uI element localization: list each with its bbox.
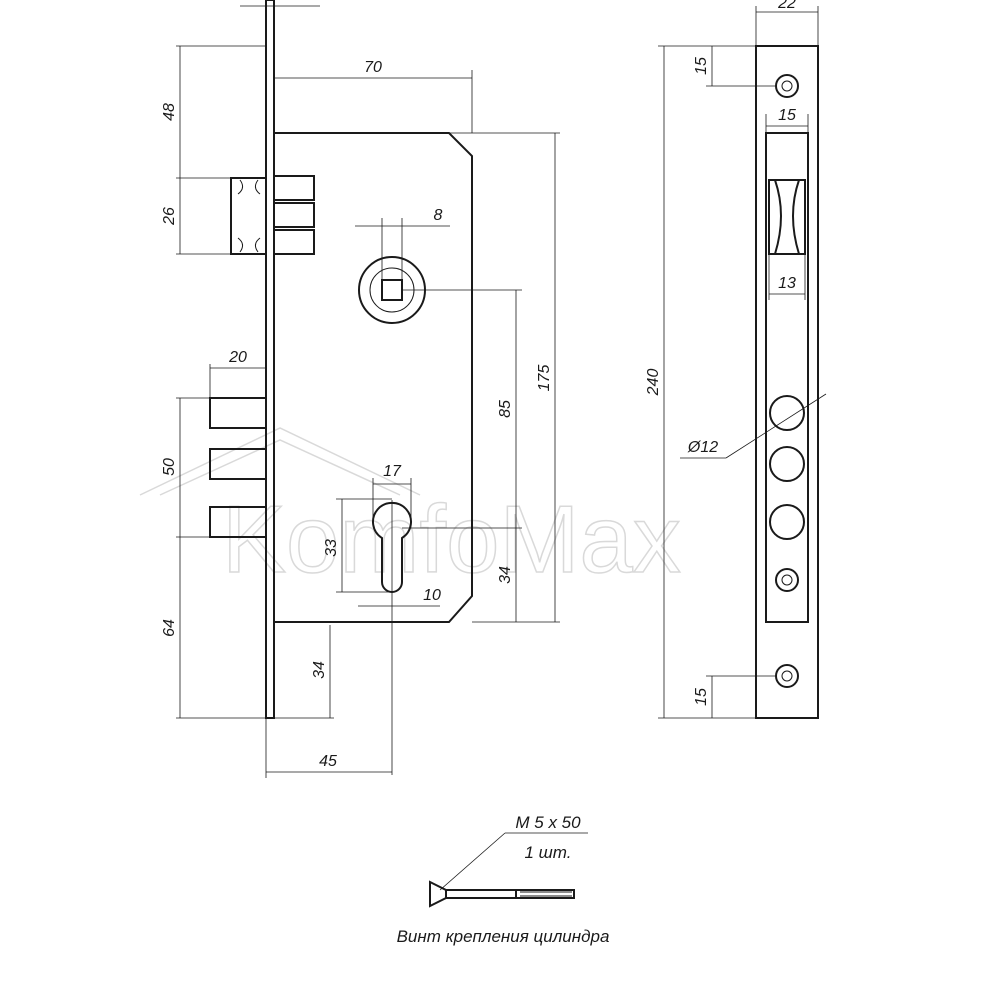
dim-top-screw-label: 15 bbox=[693, 57, 710, 75]
dim-latch-width-label: 13 bbox=[778, 275, 796, 292]
dim-top-screw: 15 bbox=[658, 45, 776, 87]
dim-bolt-span-label: 50 bbox=[161, 458, 178, 476]
dim-top-offset-label: 48 bbox=[161, 103, 178, 121]
dim-latch-height: 26 bbox=[161, 178, 231, 255]
screw-spec: M 5 x 50 bbox=[515, 813, 581, 832]
dim-top-offset: 48 bbox=[161, 45, 266, 179]
dim-faceplate-width-label: 22 bbox=[777, 0, 796, 12]
dim-bolt-span: 50 bbox=[161, 397, 210, 538]
dim-case-height: 175 bbox=[449, 132, 560, 622]
dim-cylinder-width-label: 17 bbox=[383, 463, 402, 480]
screw-callout: M 5 x 50 1 шт. Винт крепления цилиндра bbox=[397, 813, 610, 946]
dim-cylinder-to-bottom-label: 34 bbox=[497, 566, 514, 584]
faceplate-strip bbox=[755, 45, 819, 719]
dim-bottom-screw: 15 bbox=[693, 675, 776, 718]
screw-caption: Винт крепления цилиндра bbox=[397, 927, 610, 946]
dim-latch-window-width: 15 bbox=[765, 107, 809, 133]
dim-latch-width: 13 bbox=[768, 254, 806, 300]
dim-case-depth-label: 70 bbox=[364, 59, 382, 76]
deadbolt-1 bbox=[769, 395, 805, 431]
watermark-house-roof-icon bbox=[159, 439, 401, 496]
dim-case-depth: 70 bbox=[274, 59, 473, 133]
latch-window bbox=[765, 132, 809, 623]
bottom-screw-hole bbox=[775, 664, 799, 688]
watermark-house-icon bbox=[139, 427, 421, 496]
faceplate-view: 22 15 15 13 Ø12 bbox=[645, 0, 827, 719]
deadbolt-2 bbox=[769, 446, 805, 482]
dim-cylinder-width: 17 bbox=[372, 463, 412, 520]
dim-bolt-diameter-label: Ø12 bbox=[687, 439, 718, 456]
dim-faceplate-width: 22 bbox=[755, 0, 819, 46]
latch-bolt bbox=[230, 175, 315, 255]
dim-total-length-label: 240 bbox=[645, 369, 662, 397]
dim-bolt-length-label: 20 bbox=[228, 349, 247, 366]
dim-cylinder-height: 33 bbox=[323, 498, 392, 593]
screw-quantity: 1 шт. bbox=[525, 843, 572, 862]
dim-bottom-offset-label: 34 bbox=[311, 661, 328, 679]
dim-spindle-square: 8 bbox=[355, 207, 450, 280]
deadbolt-3 bbox=[769, 504, 805, 540]
dim-cylinder-slot-label: 10 bbox=[423, 587, 441, 604]
lower-screw-hole bbox=[775, 568, 799, 592]
dim-bolt-length: 20 bbox=[209, 349, 266, 398]
side-faceplate bbox=[265, 0, 275, 719]
dim-spindle-to-cylinder-label: 85 bbox=[497, 400, 514, 418]
top-screw-hole bbox=[775, 74, 799, 98]
dim-lower-offset-label: 64 bbox=[161, 619, 178, 637]
dim-spindle-square-label: 8 bbox=[434, 207, 443, 224]
dim-latch-height-label: 26 bbox=[161, 207, 178, 226]
dim-lower-offset: 64 bbox=[161, 537, 266, 719]
dim-latch-window-width-label: 15 bbox=[778, 107, 796, 124]
dim-cylinder-slot: 10 bbox=[358, 587, 441, 607]
dim-case-height-label: 175 bbox=[536, 365, 553, 392]
dim-total-length: 240 bbox=[645, 46, 756, 719]
dim-bottom-screw-label: 15 bbox=[693, 688, 710, 706]
dim-cylinder-to-bottom: 34 bbox=[472, 528, 560, 623]
deadbolts bbox=[209, 397, 267, 538]
dim-bolt-diameter: Ø12 bbox=[680, 393, 827, 459]
screw-icon bbox=[429, 880, 575, 908]
dim-spindle-to-cylinder: 85 bbox=[402, 289, 522, 529]
dim-bottom-offset: 34 bbox=[274, 625, 334, 719]
dim-cylinder-height-label: 33 bbox=[323, 539, 340, 557]
watermark: KomfoMax bbox=[139, 427, 682, 594]
side-view: 48 26 70 8 20 bbox=[161, 0, 560, 778]
watermark-text: KomfoMax bbox=[222, 486, 681, 593]
latch-profile bbox=[768, 179, 806, 255]
dim-backset: 45 bbox=[265, 718, 392, 778]
dim-backset-label: 45 bbox=[319, 753, 337, 770]
